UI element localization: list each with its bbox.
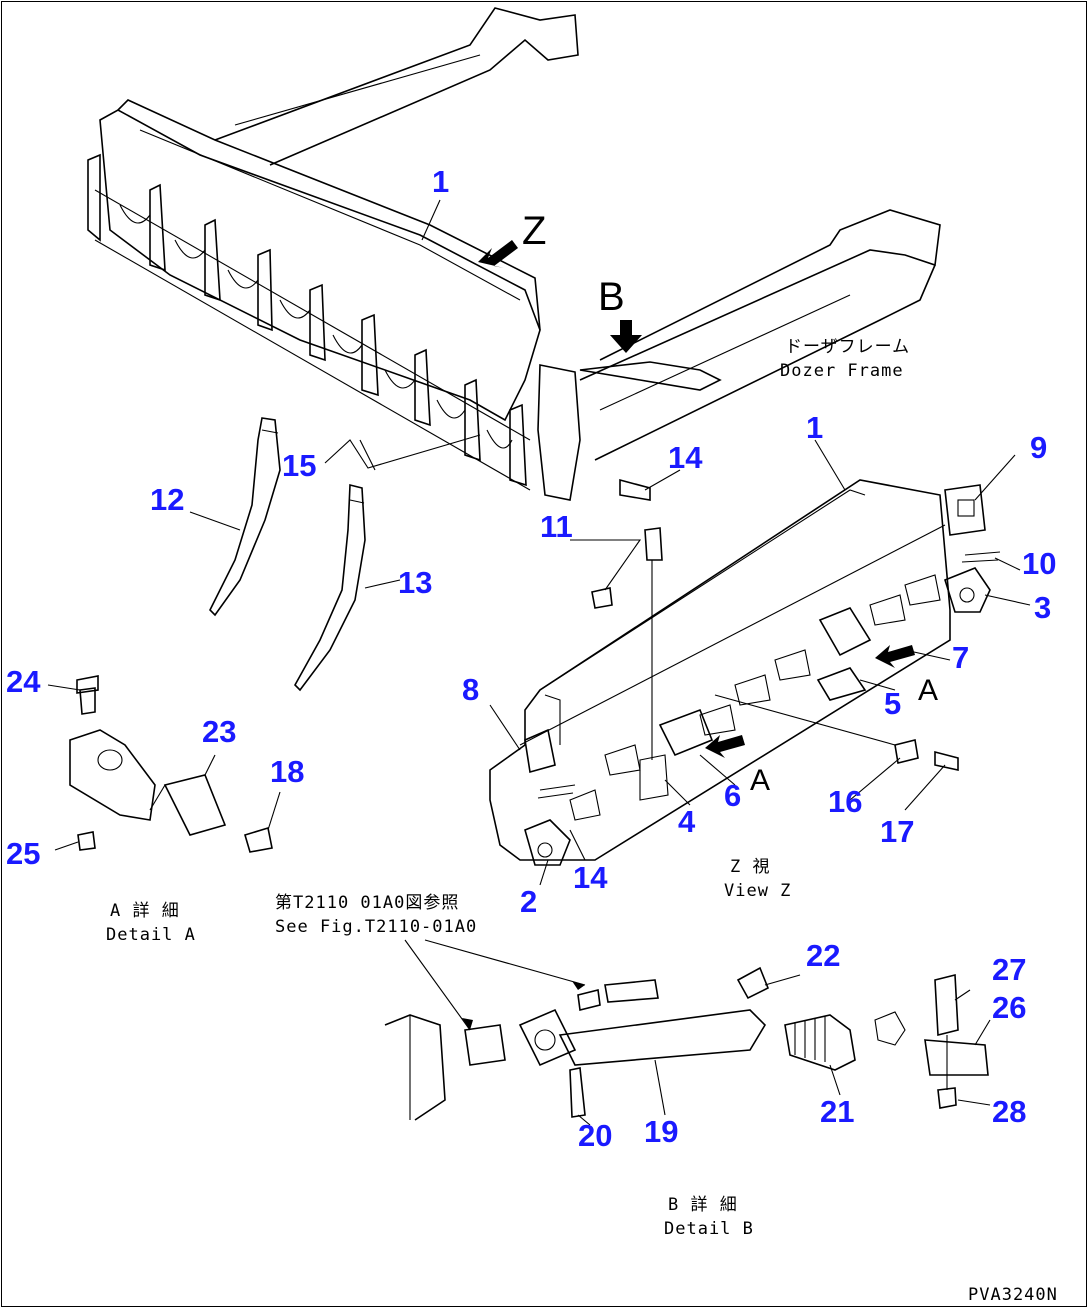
callout-1-view: 1 xyxy=(806,410,823,445)
callout-27: 27 xyxy=(992,952,1026,987)
label-detail-b-en: Detail B xyxy=(664,1219,754,1239)
callout-2: 2 xyxy=(520,884,537,919)
callout-17: 17 xyxy=(880,814,914,849)
label-reference-jp: 第T2110 01A0図参照 xyxy=(275,893,459,913)
callout-7: 7 xyxy=(952,640,969,675)
view-marker-b: B xyxy=(598,275,625,319)
callout-11: 11 xyxy=(540,509,573,544)
label-dozer-frame-en: Dozer Frame xyxy=(780,361,904,381)
top-assembly-drawing xyxy=(87,7,941,692)
detail-a-drawing xyxy=(69,675,273,853)
callout-8: 8 xyxy=(462,672,479,707)
callout-15: 15 xyxy=(282,448,316,483)
callout-18: 18 xyxy=(270,754,304,789)
leader-lines xyxy=(47,199,1031,1126)
label-detail-a-jp: A 詳 細 xyxy=(110,901,180,921)
view-marker-a-lower: A xyxy=(750,764,770,797)
label-detail-b-jp: B 詳 細 xyxy=(668,1195,738,1215)
callout-26: 26 xyxy=(992,990,1026,1025)
label-view-z-en: View Z xyxy=(724,881,791,901)
callout-14-view: 14 xyxy=(573,860,608,895)
callout-3: 3 xyxy=(1034,590,1051,625)
callout-28: 28 xyxy=(992,1094,1026,1129)
callout-19: 19 xyxy=(644,1114,678,1149)
label-reference-en: See Fig.T2110-01A0 xyxy=(275,917,477,937)
callout-12: 12 xyxy=(150,482,184,517)
callout-13: 13 xyxy=(398,565,432,600)
callout-4: 4 xyxy=(678,804,696,839)
callout-20: 20 xyxy=(578,1118,612,1153)
callout-16: 16 xyxy=(828,784,862,819)
callout-22: 22 xyxy=(806,938,840,973)
callout-10: 10 xyxy=(1022,546,1056,581)
view-marker-a-upper: A xyxy=(918,674,938,707)
callout-24: 24 xyxy=(6,664,41,699)
view-marker-z: Z xyxy=(522,209,546,253)
callout-14-top: 14 xyxy=(668,440,703,475)
drawing-code: PVA3240N xyxy=(968,1285,1058,1305)
callout-23: 23 xyxy=(202,714,236,749)
view-z-drawing xyxy=(489,479,1001,866)
label-view-z-jp: Z 視 xyxy=(730,857,770,877)
detail-b-drawing xyxy=(384,966,989,1121)
callout-25: 25 xyxy=(6,836,40,871)
callout-21: 21 xyxy=(820,1094,854,1129)
callout-9: 9 xyxy=(1030,430,1047,465)
callout-5: 5 xyxy=(884,686,901,721)
label-detail-a-en: Detail A xyxy=(106,925,196,945)
label-dozer-frame-jp: ドーザフレーム xyxy=(785,337,910,357)
callout-6: 6 xyxy=(724,778,741,813)
callout-1-top: 1 xyxy=(432,164,449,199)
